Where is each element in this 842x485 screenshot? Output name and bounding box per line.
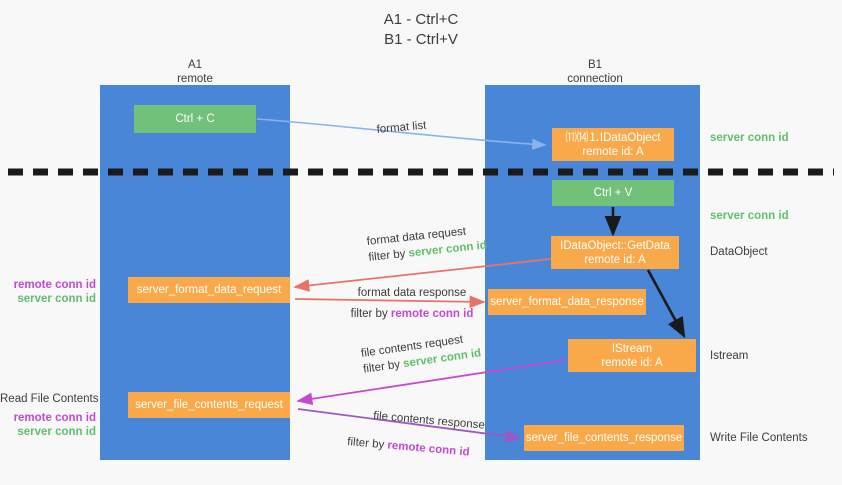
arrow-format-list xyxy=(256,118,547,150)
right-label-server-conn-id-2: server conn id xyxy=(710,209,789,224)
left-label-server-conn-id-1-text: server conn id xyxy=(17,293,96,305)
arrow-getdata-to-istream xyxy=(646,269,686,339)
column-header-b1: B1 connection xyxy=(535,58,655,86)
remote-conn-id-text: remote conn id xyxy=(390,308,474,320)
box-server-file-contents-request[interactable]: server_file_contents_request xyxy=(128,392,290,418)
column-header-b1-name: B1 xyxy=(587,59,603,71)
title-line-2: B1 - Ctrl+V xyxy=(384,31,458,48)
box-idataobject-getdata[interactable]: IDataObject::GetData remote id: A xyxy=(551,236,679,269)
left-label-server-conn-id-2: server conn id xyxy=(0,425,96,440)
left-label-server-conn-id-1: server conn id xyxy=(0,292,96,307)
right-label-server-conn-id-2-text: server conn id xyxy=(710,210,789,222)
box-ctrl-c-label: Ctrl + C xyxy=(175,113,215,125)
filter-by-text: filter by xyxy=(350,308,388,320)
left-label-remote-conn-id-1-text: remote conn id xyxy=(13,279,96,291)
box-server-format-data-request[interactable]: server_format_data_request xyxy=(128,277,290,303)
title-line-1: A1 - Ctrl+C xyxy=(383,11,459,28)
right-label-dataobject-text: DataObject xyxy=(710,246,768,258)
arrow-format-data-request xyxy=(293,258,552,292)
left-label-read-file-contents-text: Read File Contents xyxy=(0,393,99,405)
box-idataobject-title: ⑾⒁⒈IDataObject xyxy=(565,131,661,144)
edge-label-format-data-response: format data response filter by remote co… xyxy=(327,285,497,322)
filter-by-text: filter by xyxy=(367,248,407,264)
box-server-file-contents-response-label: server_file_contents_response xyxy=(525,432,683,444)
right-label-server-conn-id-1-text: server conn id xyxy=(710,132,789,144)
box-getdata-sub: remote id: A xyxy=(584,253,646,266)
right-label-dataobject: DataObject xyxy=(710,245,768,260)
left-label-remote-conn-id-1: remote conn id xyxy=(0,278,96,293)
arrow-file-contents-response xyxy=(297,408,522,443)
box-idataobject-sub: remote id: A xyxy=(582,145,644,158)
right-label-istream: Istream xyxy=(710,349,748,364)
box-server-file-contents-request-label: server_file_contents_request xyxy=(135,399,283,411)
right-label-write-file-contents-text: Write File Contents xyxy=(710,432,808,444)
left-label-read-file-contents: Read File Contents xyxy=(0,392,99,407)
left-label-remote-conn-id-2-text: remote conn id xyxy=(13,412,96,424)
edge-label-format-data-response-filter: filter by remote conn id xyxy=(327,306,497,322)
arrow-format-data-response xyxy=(294,295,486,309)
box-istream-title: IStream xyxy=(611,342,653,355)
right-label-write-file-contents: Write File Contents xyxy=(710,431,808,446)
column-header-a1-sub: remote xyxy=(177,73,213,85)
box-istream-sub: remote id: A xyxy=(601,356,663,369)
arrow-file-contents-request xyxy=(296,359,567,406)
box-ctrl-v[interactable]: Ctrl + V xyxy=(552,180,674,206)
box-server-format-data-response[interactable]: server_format_data_response xyxy=(488,289,646,315)
left-label-server-conn-id-2-text: server conn id xyxy=(17,426,96,438)
page-title: A1 - Ctrl+C B1 - Ctrl+V xyxy=(301,10,541,50)
box-server-format-data-response-label: server_format_data_response xyxy=(490,296,644,308)
right-label-istream-text: Istream xyxy=(710,350,749,362)
filter-by-text: filter by xyxy=(346,435,385,452)
column-header-a1: A1 remote xyxy=(135,58,255,86)
edge-label-format-data-response-text: format data response xyxy=(357,287,467,299)
right-label-server-conn-id-1: server conn id xyxy=(710,131,789,146)
column-header-b1-sub: connection xyxy=(567,73,623,85)
box-server-format-data-request-label: server_format_data_request xyxy=(136,284,282,296)
edge-label-format-list-text: format list xyxy=(376,119,427,136)
box-istream[interactable]: IStream remote id: A xyxy=(568,339,696,372)
box-server-file-contents-response[interactable]: server_file_contents_response xyxy=(524,425,684,451)
box-idataobject[interactable]: ⑾⒁⒈IDataObject remote id: A xyxy=(552,128,674,161)
box-ctrl-v-label: Ctrl + V xyxy=(593,187,633,199)
box-getdata-title: IDataObject::GetData xyxy=(560,239,670,252)
left-label-remote-conn-id-2: remote conn id xyxy=(0,411,96,426)
box-ctrl-c[interactable]: Ctrl + C xyxy=(134,105,256,133)
filter-by-text: filter by xyxy=(362,358,401,376)
column-header-a1-name: A1 xyxy=(187,59,203,71)
